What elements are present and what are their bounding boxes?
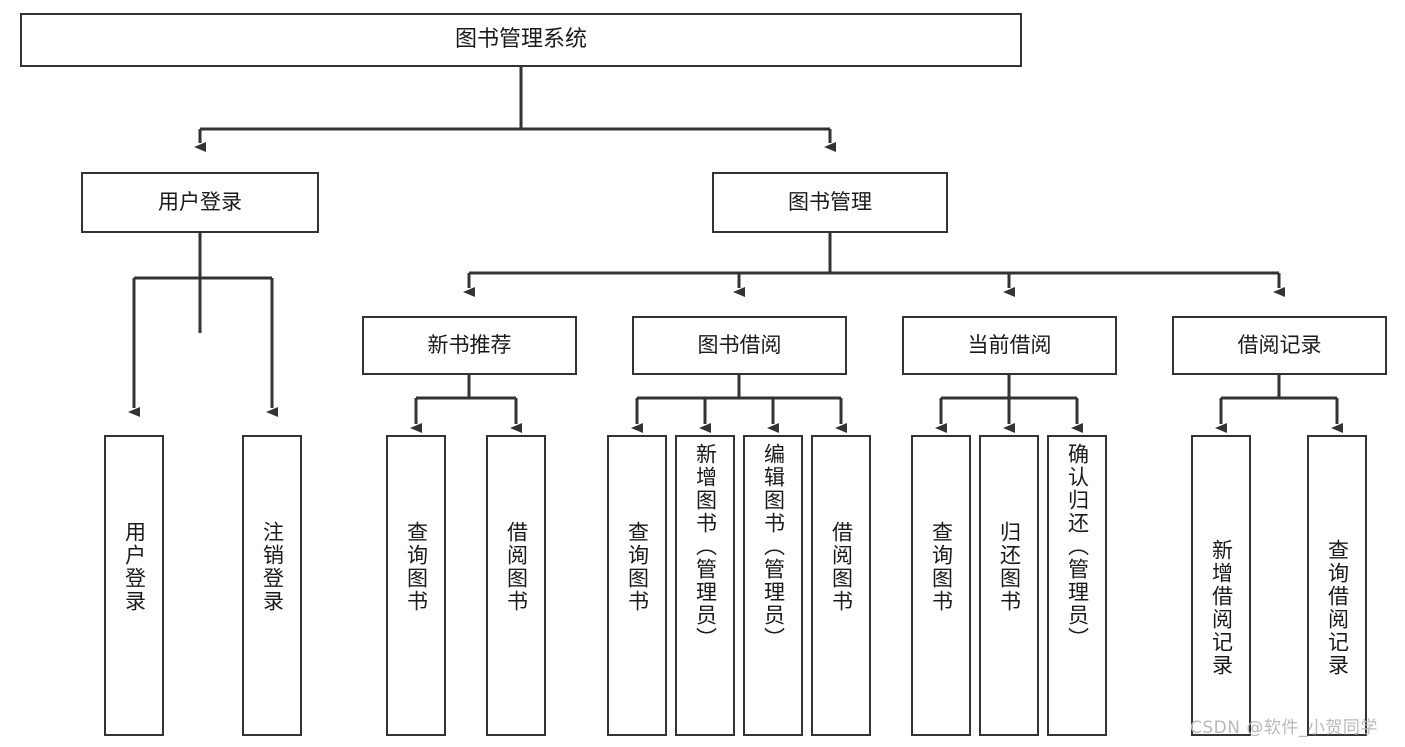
node-user-login[interactable]: 用户登录 [81,172,319,233]
node-current-borrow-label: 当前借阅 [967,333,1052,358]
node-root-book-management-system[interactable]: 图书管理系统 [20,13,1022,67]
leaf-label: 用户登录 [122,521,147,613]
node-book-borrow[interactable]: 图书借阅 [632,316,847,375]
leaf-label: 查询图书 [625,521,650,613]
leaf-current-query-book[interactable]: 查询图书 [911,435,971,736]
leaf-label: 借阅图书 [829,521,854,613]
leaf-new-book-query-book[interactable]: 查询图书 [386,435,446,736]
leaf-record-add-record[interactable]: 新增借阅记录 [1191,435,1251,736]
node-user-login-label: 用户登录 [158,190,242,215]
leaf-user-login-logout[interactable]: 注销登录 [242,435,302,736]
leaf-label: 借阅图书 [504,521,529,613]
node-borrow-record-label: 借阅记录 [1237,333,1322,358]
leaf-borrow-add-book-admin[interactable]: 新增图书（管理员） [675,435,735,736]
node-new-book-recommend[interactable]: 新书推荐 [362,316,577,375]
node-book-management[interactable]: 图书管理 [712,172,948,233]
leaf-borrow-edit-book-admin[interactable]: 编辑图书（管理员） [743,435,803,736]
node-root-label: 图书管理系统 [454,27,587,53]
leaf-current-return-book[interactable]: 归还图书 [979,435,1039,736]
leaf-label: 新增借阅记录 [1209,539,1234,677]
leaf-label: 编辑图书（管理员） [761,443,786,650]
node-current-borrow[interactable]: 当前借阅 [902,316,1117,375]
node-borrow-record[interactable]: 借阅记录 [1172,316,1387,375]
leaf-record-query-record[interactable]: 查询借阅记录 [1307,435,1367,736]
leaf-label: 新增图书（管理员） [693,443,718,650]
leaf-user-login-signin[interactable]: 用户登录 [104,435,164,736]
node-book-management-label: 图书管理 [788,190,872,215]
node-book-borrow-label: 图书借阅 [697,333,782,358]
leaf-borrow-borrow-book[interactable]: 借阅图书 [811,435,871,736]
node-new-book-recommend-label: 新书推荐 [427,333,512,358]
leaf-label: 查询借阅记录 [1325,539,1350,677]
leaf-label: 归还图书 [997,521,1022,613]
leaf-label: 查询图书 [404,521,429,613]
leaf-current-confirm-return-admin[interactable]: 确认归还（管理员） [1047,435,1107,736]
leaf-label: 查询图书 [929,521,954,613]
leaf-borrow-query-book[interactable]: 查询图书 [607,435,667,736]
leaf-new-book-borrow-book[interactable]: 借阅图书 [486,435,546,736]
leaf-label: 确认归还（管理员） [1065,443,1090,650]
leaf-label: 注销登录 [260,521,285,613]
